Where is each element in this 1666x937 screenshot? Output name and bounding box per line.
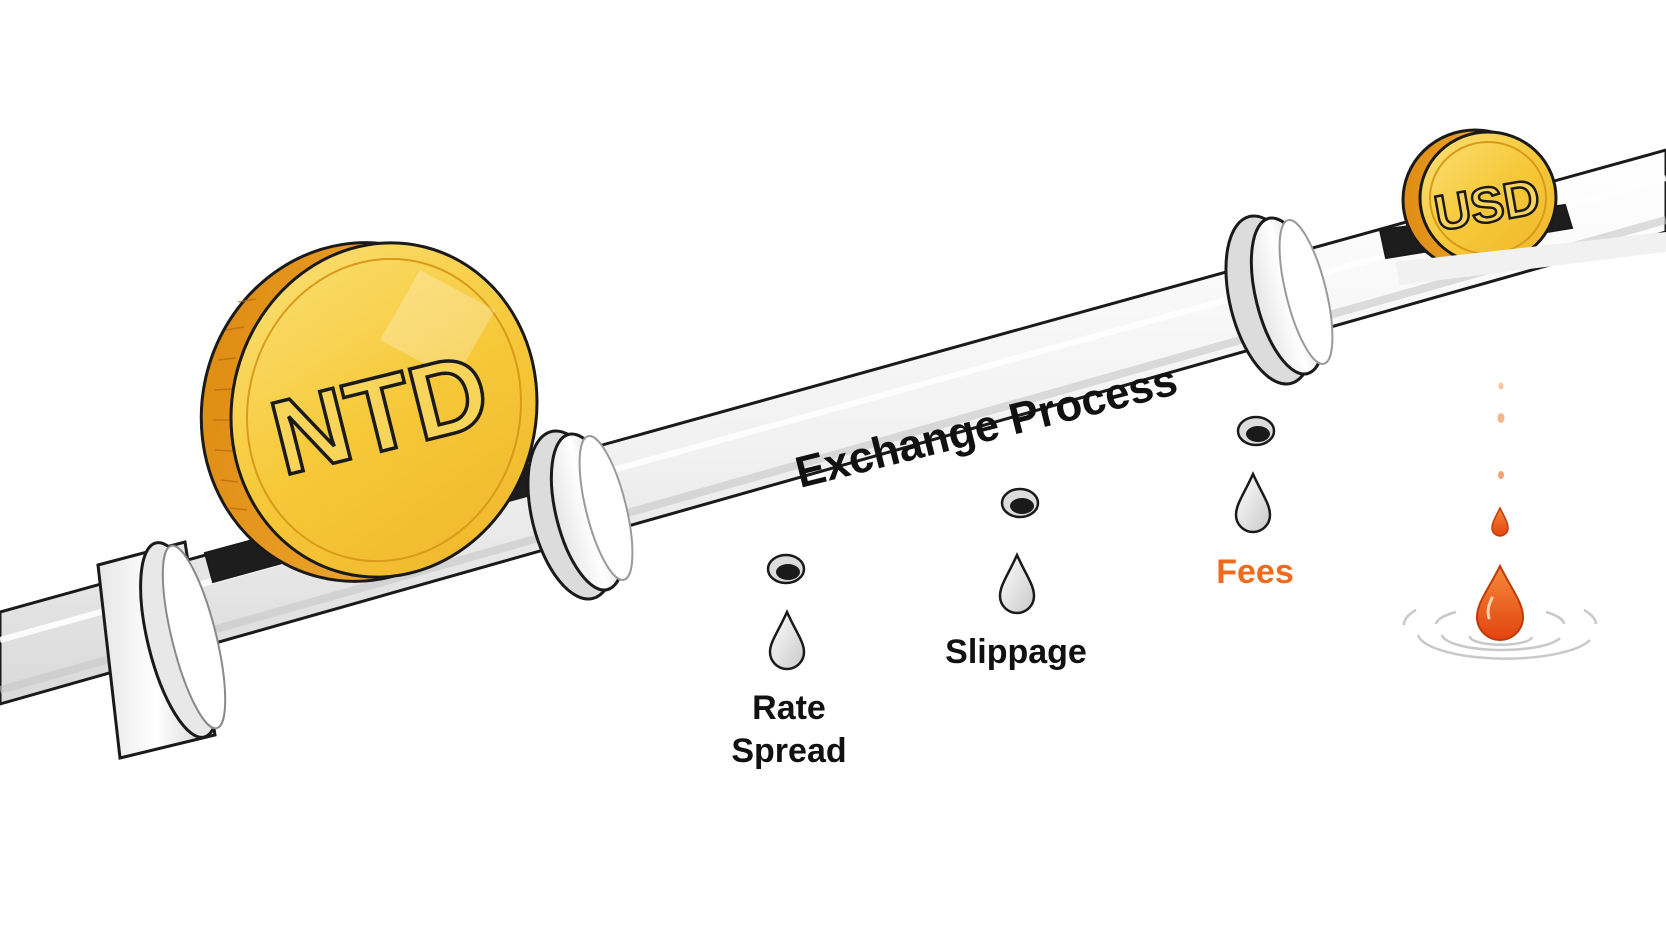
orange-leak (1475, 382, 1525, 641)
ripple-icon (1402, 608, 1598, 660)
pipe-collar-3 (1224, 214, 1334, 386)
drop-rate-spread (768, 608, 806, 671)
pipe-collar-2 (526, 429, 634, 601)
drop-slippage (998, 551, 1036, 615)
label-slippage: Slippage (945, 633, 1087, 671)
leak-hole-slippage (1000, 487, 1040, 519)
label-rate-spread-line2: Spread (731, 732, 846, 770)
leak-hole-rate-spread (766, 553, 806, 585)
small-orange-drop (1491, 506, 1509, 537)
water-drop-icon (768, 470, 1272, 671)
drop-fees (1234, 470, 1272, 534)
leak-hole-fees (1236, 415, 1276, 447)
large-orange-drop (1475, 563, 1525, 641)
coin-ntd-icon: NTD (199, 241, 539, 583)
label-fees: Fees (1216, 553, 1294, 591)
label-rate-spread-line1: Rate (752, 689, 826, 727)
coin-usd-icon: USD (1401, 128, 1558, 272)
pipe-collar-1 (96, 540, 227, 760)
leak-holes (766, 415, 1276, 585)
